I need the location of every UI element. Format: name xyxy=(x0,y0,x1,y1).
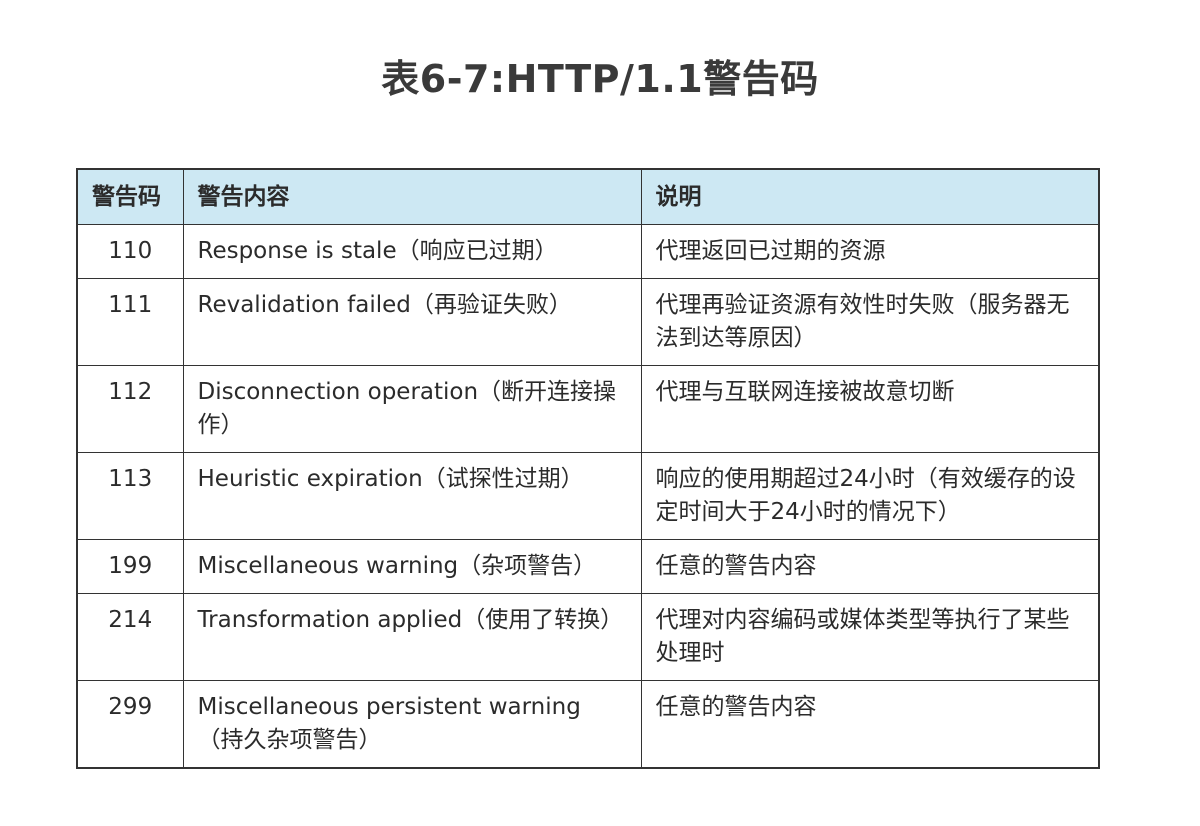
table-row: 112 Disconnection operation（断开连接操作） 代理与互… xyxy=(76,365,1100,453)
warning-description: 响应的使用期超过24小时（有效缓存的设定时间大于24小时的情况下） xyxy=(640,452,1100,540)
warning-content: Heuristic expiration（试探性过期） xyxy=(182,452,642,540)
warning-code: 214 xyxy=(76,593,184,681)
header-code: 警告码 xyxy=(76,168,184,225)
warning-code: 199 xyxy=(76,539,184,594)
warning-description: 任意的警告内容 xyxy=(640,680,1100,769)
warning-description: 代理对内容编码或媒体类型等执行了某些处理时 xyxy=(640,593,1100,681)
table-row: 199 Miscellaneous warning（杂项警告） 任意的警告内容 xyxy=(76,539,1100,594)
warning-description: 代理再验证资源有效性时失败（服务器无法到达等原因） xyxy=(640,278,1100,366)
warning-code: 111 xyxy=(76,278,184,366)
warning-description: 任意的警告内容 xyxy=(640,539,1100,594)
warning-content: Revalidation failed（再验证失败） xyxy=(182,278,642,366)
table-row: 110 Response is stale（响应已过期） 代理返回已过期的资源 xyxy=(76,224,1100,279)
table-row: 111 Revalidation failed（再验证失败） 代理再验证资源有效… xyxy=(76,278,1100,366)
warning-code: 113 xyxy=(76,452,184,540)
warning-content: Disconnection operation（断开连接操作） xyxy=(182,365,642,453)
warning-description: 代理与互联网连接被故意切断 xyxy=(640,365,1100,453)
header-description: 说明 xyxy=(640,168,1100,225)
table-row: 113 Heuristic expiration（试探性过期） 响应的使用期超过… xyxy=(76,452,1100,540)
warning-code: 112 xyxy=(76,365,184,453)
warning-code-table: 警告码 警告内容 说明 110 Response is stale（响应已过期）… xyxy=(76,168,1100,769)
warning-content: Transformation applied（使用了转换） xyxy=(182,593,642,681)
warning-content: Response is stale（响应已过期） xyxy=(182,224,642,279)
warning-code: 299 xyxy=(76,680,184,769)
warning-content: Miscellaneous warning（杂项警告） xyxy=(182,539,642,594)
table-header-row: 警告码 警告内容 说明 xyxy=(76,168,1100,225)
warning-content: Miscellaneous persistent warning（持久杂项警告） xyxy=(182,680,642,769)
page-title: 表6-7:HTTP/1.1警告码 xyxy=(381,57,819,101)
table-row: 299 Miscellaneous persistent warning（持久杂… xyxy=(76,680,1100,769)
warning-description: 代理返回已过期的资源 xyxy=(640,224,1100,279)
table-row: 214 Transformation applied（使用了转换） 代理对内容编… xyxy=(76,593,1100,681)
header-content: 警告内容 xyxy=(182,168,642,225)
warning-code: 110 xyxy=(76,224,184,279)
